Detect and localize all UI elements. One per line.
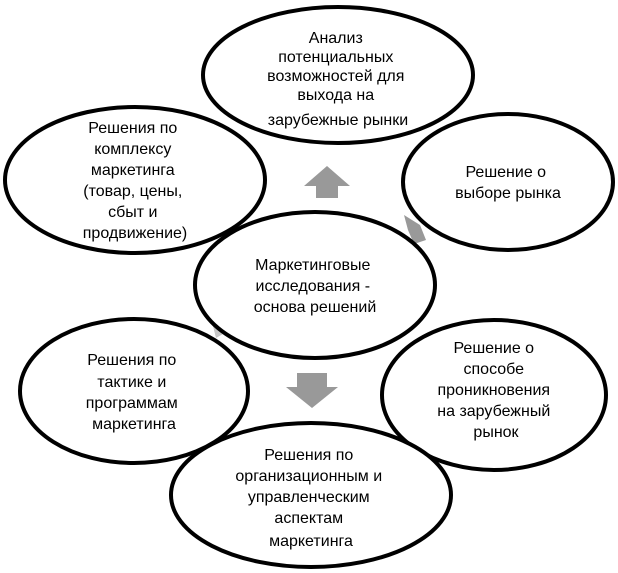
node-label: Анализ потенциальных возможностей для вы… bbox=[267, 30, 409, 129]
right-arrow-tip bbox=[404, 215, 426, 244]
node-label: Решения по комплексу маркетинга (товар, … bbox=[83, 120, 187, 242]
node-entry-method: Решение о способе проникновения на заруб… bbox=[380, 318, 608, 472]
node-organizational-aspects: Решения по организационным и управленчес… bbox=[169, 421, 453, 569]
node-label: Решения по тактике и программам маркетин… bbox=[86, 352, 182, 433]
node-marketing-research-center: Маркетинговые исследования - основа реше… bbox=[193, 210, 437, 360]
node-ellipse bbox=[401, 112, 615, 252]
node-ellipse bbox=[3, 105, 267, 255]
node-label: Решение о способе проникновения на заруб… bbox=[437, 340, 554, 441]
down-arrow bbox=[286, 373, 338, 408]
node-tactics-programs: Решения по тактике и программам маркетин… bbox=[18, 317, 250, 465]
node-ellipse bbox=[380, 318, 608, 472]
node-ellipse bbox=[169, 421, 453, 569]
node-label: Решение о выборе рынка bbox=[455, 164, 561, 202]
node-market-selection: Решение о выборе рынка bbox=[401, 112, 615, 252]
node-ellipse bbox=[201, 5, 475, 145]
node-ellipse bbox=[193, 210, 437, 360]
up-arrow bbox=[304, 166, 350, 198]
node-label: Маркетинговые исследования - основа реше… bbox=[254, 257, 377, 316]
node-ellipse bbox=[18, 317, 250, 465]
node-marketing-mix: Решения по комплексу маркетинга (товар, … bbox=[3, 105, 267, 255]
node-market-opportunity-analysis: Анализ потенциальных возможностей для вы… bbox=[201, 5, 475, 145]
node-label: Решения по организационным и управленчес… bbox=[235, 447, 386, 550]
